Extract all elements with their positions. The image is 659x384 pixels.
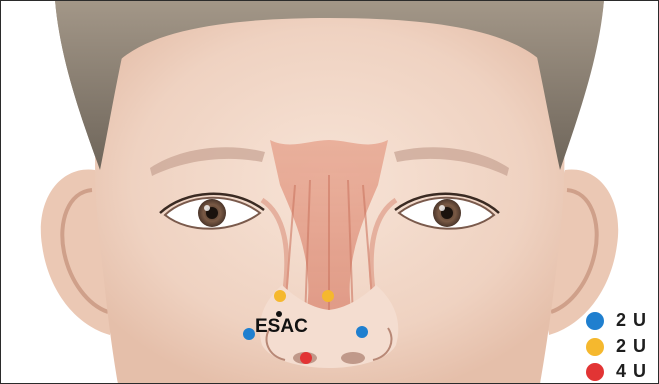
esac-label: ESAC	[255, 317, 308, 336]
legend-dot-blue	[586, 312, 604, 330]
legend-item-yellow: 2 U	[586, 336, 647, 357]
injection-point-yellow-left	[274, 290, 286, 302]
legend-label-yellow: 2 U	[616, 336, 647, 357]
legend-label-blue: 2 U	[616, 310, 647, 331]
injection-point-blue-left	[243, 328, 255, 340]
legend-item-blue: 2 U	[586, 310, 647, 331]
injection-point-red-tip	[300, 352, 312, 364]
legend-label-red: 4 U	[616, 361, 647, 382]
legend-item-red: 4 U	[586, 361, 647, 382]
legend-dot-red	[586, 363, 604, 381]
injection-point-blue-right	[356, 326, 368, 338]
injection-point-yellow-right	[322, 290, 334, 302]
legend-dot-yellow	[586, 338, 604, 356]
